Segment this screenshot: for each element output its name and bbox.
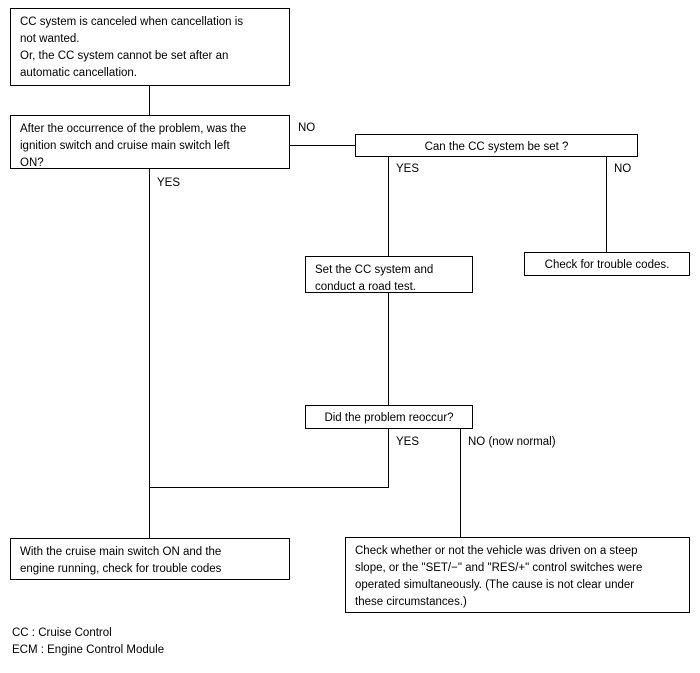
node-question-can-set: Can the CC system be set ? (355, 134, 638, 157)
connector-ignition-no-horizontal (290, 145, 355, 146)
node-action-cruise-switch-on: With the cruise main switch ON and the e… (10, 538, 290, 580)
connector-canset-no-vertical (606, 156, 607, 252)
node-action-check-trouble-codes: Check for trouble codes. (524, 252, 690, 276)
edge-label-canset-yes: YES (396, 163, 420, 175)
edge-label-canset-no: NO (614, 163, 632, 175)
node-question-ignition: After the occurrence of the problem, was… (10, 115, 290, 169)
node-action-check-steep-slope: Check whether or not the vehicle was dri… (345, 537, 690, 613)
edge-label-reoccur-yes: YES (396, 436, 420, 448)
connector-canset-yes-vertical (388, 156, 389, 256)
legend-abbreviations: CC : Cruise Control ECM : Engine Control… (12, 627, 165, 656)
edge-label-reoccur-no: NO (now normal) (468, 436, 556, 448)
edge-label-ignition-yes: YES (157, 177, 181, 189)
node-action-set-and-road-test-text: Set the CC system and conduct a road tes… (315, 264, 434, 293)
node-action-check-steep-slope-text: Check whether or not the vehicle was dri… (355, 545, 643, 608)
connector-reoccur-yes-horizontal (149, 487, 389, 488)
node-action-set-and-road-test: Set the CC system and conduct a road tes… (305, 256, 473, 293)
node-question-reoccur-text: Did the problem reoccur? (324, 412, 454, 424)
connector-reoccur-no-vertical (460, 429, 461, 537)
node-question-reoccur: Did the problem reoccur? (305, 405, 473, 429)
node-action-cruise-switch-on-text: With the cruise main switch ON and the e… (20, 546, 222, 575)
node-question-ignition-text: After the occurrence of the problem, was… (20, 123, 247, 169)
edge-label-ignition-no: NO (298, 122, 316, 134)
node-question-can-set-text: Can the CC system be set ? (424, 141, 569, 153)
connector-ignition-yes-vertical (149, 168, 150, 538)
node-symptom: CC system is canceled when cancellation … (10, 8, 290, 86)
connector-symptom-to-ignition (149, 85, 150, 115)
connector-setcc-to-reoccur (388, 292, 389, 405)
node-symptom-text: CC system is canceled when cancellation … (20, 16, 244, 79)
node-action-check-trouble-codes-text: Check for trouble codes. (544, 259, 670, 271)
connector-reoccur-yes-vertical (388, 429, 389, 488)
